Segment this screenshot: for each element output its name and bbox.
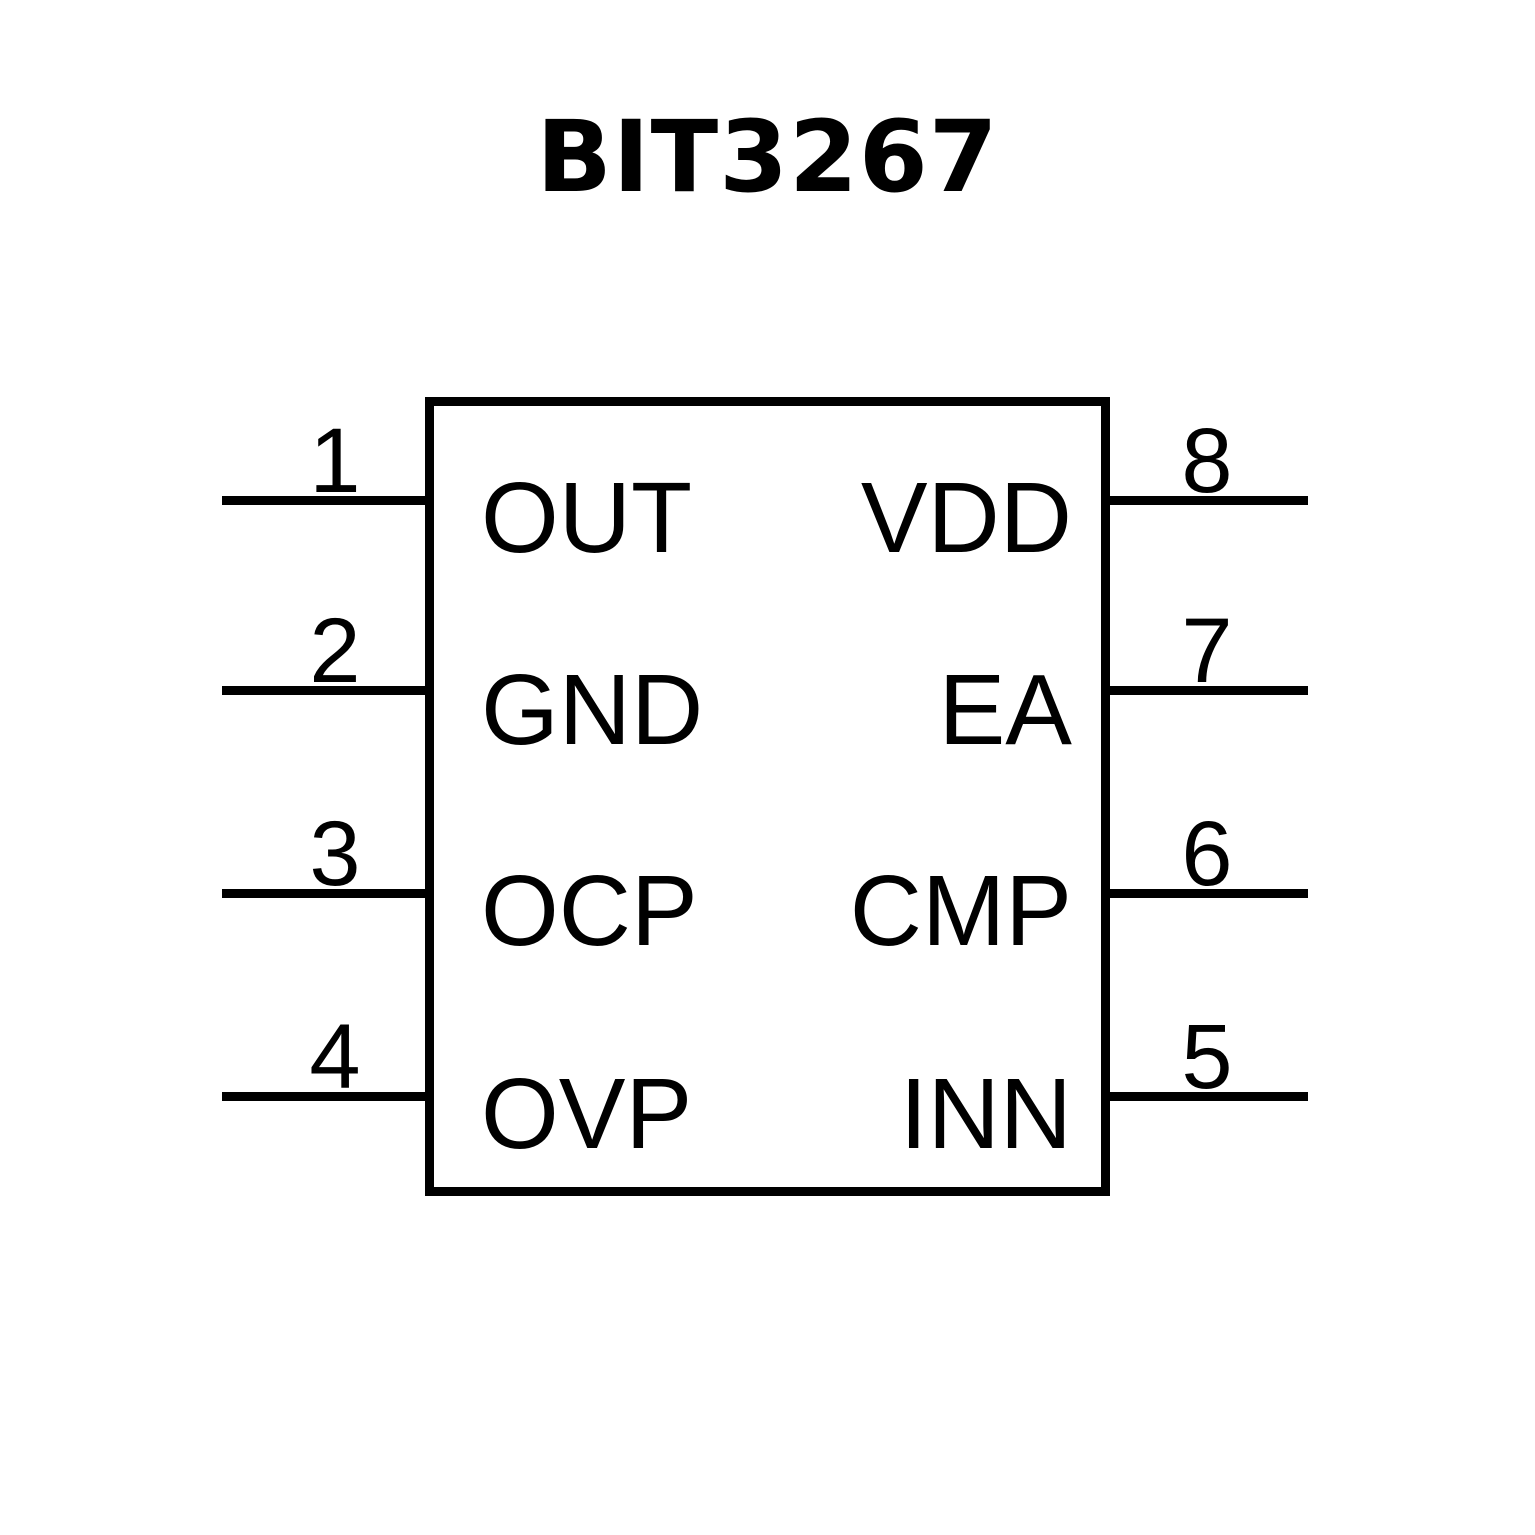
pin-label-ovp: OVP [481, 1058, 693, 1170]
chip-body-outline [425, 397, 1110, 1196]
pin-number-4: 4 [309, 1006, 361, 1108]
pin-lead-1 [222, 496, 434, 505]
pin-number-7: 7 [1181, 600, 1233, 702]
pin-label-gnd: GND [481, 654, 704, 766]
pin-lead-7 [1101, 686, 1308, 695]
pin-lead-8 [1101, 496, 1308, 505]
pin-number-6: 6 [1181, 803, 1233, 905]
pin-label-vdd: VDD [860, 462, 1072, 574]
pin-label-ea: EA [938, 654, 1072, 766]
pin-lead-6 [1101, 889, 1308, 898]
pin-lead-4 [222, 1092, 434, 1101]
pin-number-5: 5 [1181, 1006, 1233, 1108]
pin-number-3: 3 [309, 803, 361, 905]
pin-number-2: 2 [309, 600, 361, 702]
pin-lead-2 [222, 686, 434, 695]
pin-label-cmp: CMP [849, 855, 1072, 967]
pin-label-ocp: OCP [481, 855, 698, 967]
pin-lead-3 [222, 889, 434, 898]
pin-label-out: OUT [481, 462, 693, 574]
pin-label-inn: INN [899, 1058, 1072, 1170]
pin-number-8: 8 [1181, 410, 1233, 512]
pin-lead-5 [1101, 1092, 1308, 1101]
page-title: BIT3267 [536, 100, 999, 215]
pin-number-1: 1 [309, 410, 361, 512]
